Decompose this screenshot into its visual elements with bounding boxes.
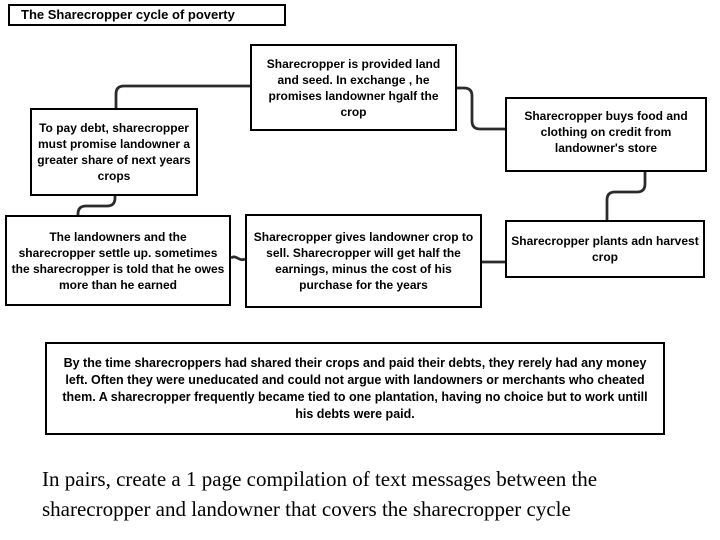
node-pay-debt-text: To pay debt, sharecropper must promise l…: [37, 121, 191, 183]
node-plants-harvest: Sharecropper plants adn harvest crop: [505, 220, 705, 278]
connector-provided-to-paydebt: [114, 84, 250, 108]
node-settle-up-text: The landowners and the sharecropper sett…: [11, 229, 225, 292]
diagram-title-text: The Sharecropper cycle of poverty: [21, 7, 235, 22]
node-buys-on-credit: Sharecropper buys food and clothing on c…: [505, 97, 707, 172]
node-plants-harvest-text: Sharecropper plants adn harvest crop: [511, 234, 699, 264]
node-provided-text: Sharecropper is provided land and seed. …: [266, 56, 441, 119]
connector-provided-to-buys: [457, 86, 505, 131]
node-settle-up: The landowners and the sharecropper sett…: [5, 215, 231, 306]
node-gives-crop-text: Sharecropper gives landowner crop to sel…: [253, 230, 474, 292]
node-summary: By the time sharecroppers had shared the…: [45, 342, 665, 435]
diagram-title-box: The Sharecropper cycle of poverty: [8, 4, 286, 26]
instruction-text: In pairs, create a 1 page compilation of…: [42, 467, 598, 521]
node-summary-text: By the time sharecroppers had shared the…: [62, 355, 648, 421]
node-pay-debt: To pay debt, sharecropper must promise l…: [30, 108, 198, 196]
node-buys-text: Sharecropper buys food and clothing on c…: [524, 109, 688, 155]
connector-paydebt-to-settle: [76, 196, 117, 215]
connector-buys-to-plants: [605, 172, 647, 220]
node-gives-crop: Sharecropper gives landowner crop to sel…: [245, 214, 482, 308]
connector-gives-to-settle: [230, 255, 246, 262]
node-provided-land-seed: Sharecropper is provided land and seed. …: [250, 44, 457, 131]
